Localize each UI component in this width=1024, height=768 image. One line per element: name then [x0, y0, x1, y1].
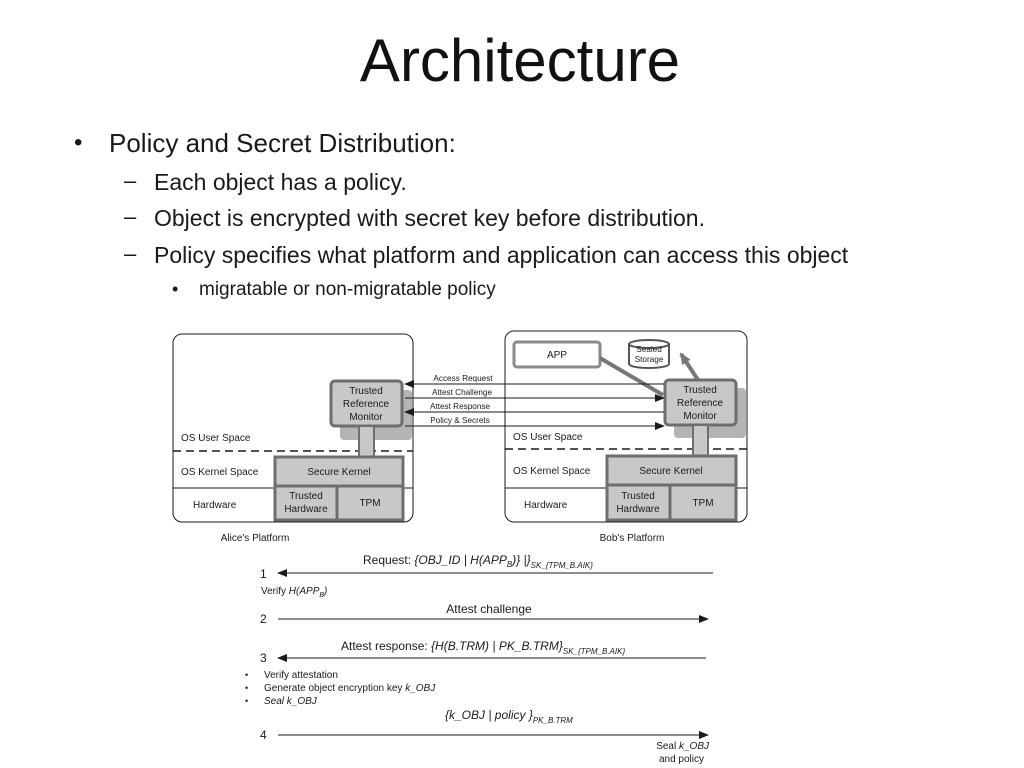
step1-number: 1	[260, 567, 267, 581]
sub-bullet-access: Policy specifies what platform and appli…	[154, 242, 849, 268]
bob-hardware-label: Hardware	[524, 500, 568, 511]
alice-kernel-space-label: OS Kernel Space	[181, 467, 259, 478]
alice-hardware-label: Hardware	[193, 500, 237, 511]
step3-item-verify: Verify attestation	[264, 670, 338, 681]
bob-secure-kernel-label: Secure Kernel	[639, 466, 702, 477]
list-bullet: •	[245, 683, 248, 693]
bullet-policy-distribution: Policy and Secret Distribution:	[109, 128, 456, 158]
step3-number: 3	[260, 651, 267, 665]
slide-title: Architecture	[359, 27, 681, 94]
bob-trm-label: Reference	[677, 398, 724, 409]
step1-label: Request: {OBJ_ID | H(APPB)} |}SK_{TPM_B.…	[363, 553, 593, 570]
bob-caption: Bob's Platform	[600, 533, 665, 544]
dash-marker: –	[124, 168, 137, 193]
alice-platform: Trusted Reference Monitor Secure Kernel …	[172, 333, 414, 544]
list-bullet: •	[245, 696, 248, 706]
bob-trm-label: Trusted	[683, 385, 717, 396]
step4-note: Seal k_OBJ	[656, 741, 710, 752]
sub-bullet-policy: Each object has a policy.	[154, 169, 407, 195]
alice-user-space-label: OS User Space	[181, 433, 251, 444]
step3-item-seal: Seal k_OBJ	[264, 696, 318, 707]
attest-response-label: Attest Response	[430, 402, 491, 411]
protocol-sequence: Request: {OBJ_ID | H(APPB)} |}SK_{TPM_B.…	[245, 553, 713, 765]
alice-trm-label: Monitor	[349, 412, 383, 423]
trm-to-storage-arrow	[679, 352, 700, 382]
alice-trusted-hw-label: Trusted	[289, 491, 323, 502]
sub-sub-bullet-migratable: migratable or non-migratable policy	[199, 279, 496, 300]
bob-kernel-space-label: OS Kernel Space	[513, 466, 591, 477]
bob-app-label: APP	[547, 350, 567, 361]
sealed-storage-label: Sealed	[636, 345, 662, 354]
alice-secure-kernel-label: Secure Kernel	[307, 467, 370, 478]
bob-trusted-hw-label: Trusted	[621, 491, 655, 502]
dash-marker: –	[124, 241, 137, 266]
alice-trm-label: Trusted	[349, 386, 383, 397]
dash-marker: –	[124, 204, 137, 229]
step3-label: Attest response: {H(B.TRM) | PK_B.TRM}SK…	[341, 639, 625, 656]
platform-messages: Access Request Attest Challenge Attest R…	[404, 374, 665, 430]
bullet-marker: •	[172, 279, 179, 299]
sub-bullet-encryption: Object is encrypted with secret key befo…	[154, 205, 705, 231]
step4-number: 4	[260, 728, 267, 742]
step4-label: {k_OBJ | policy }PK_B.TRM	[445, 708, 573, 725]
bob-trm-label: Monitor	[683, 411, 717, 422]
sealed-storage-label: Storage	[635, 355, 664, 364]
step3-item-generate: Generate object encryption key k_OBJ	[264, 683, 436, 694]
bob-platform: APP Sealed Storage Trusted Reference Mon…	[504, 330, 748, 544]
alice-tpm-label: TPM	[359, 498, 380, 509]
bob-tpm-label: TPM	[692, 498, 713, 509]
alice-trusted-hw-label: Hardware	[284, 504, 328, 515]
step4-note-2: and policy	[659, 754, 704, 765]
bob-user-space-label: OS User Space	[513, 432, 583, 443]
sealed-storage-icon	[628, 339, 670, 369]
bob-app-box	[512, 340, 602, 369]
bullet-marker: •	[74, 129, 83, 156]
step1-verify: Verify H(APPB)	[261, 586, 327, 599]
alice-trm-label: Reference	[343, 399, 390, 410]
bob-trm-connector	[692, 424, 709, 457]
alice-caption: Alice's Platform	[221, 533, 290, 544]
step2-label: Attest challenge	[446, 602, 532, 616]
alice-trm-connector	[358, 425, 375, 458]
bob-trusted-hw-label: Hardware	[616, 504, 660, 515]
alice-secure-kernel-block	[273, 455, 405, 522]
policy-secrets-label: Policy & Secrets	[430, 416, 490, 425]
attest-challenge-label: Attest Challenge	[432, 388, 493, 397]
app-to-trm-connector	[598, 356, 665, 397]
access-request-label: Access Request	[433, 374, 493, 383]
step2-number: 2	[260, 612, 267, 626]
list-bullet: •	[245, 670, 248, 680]
